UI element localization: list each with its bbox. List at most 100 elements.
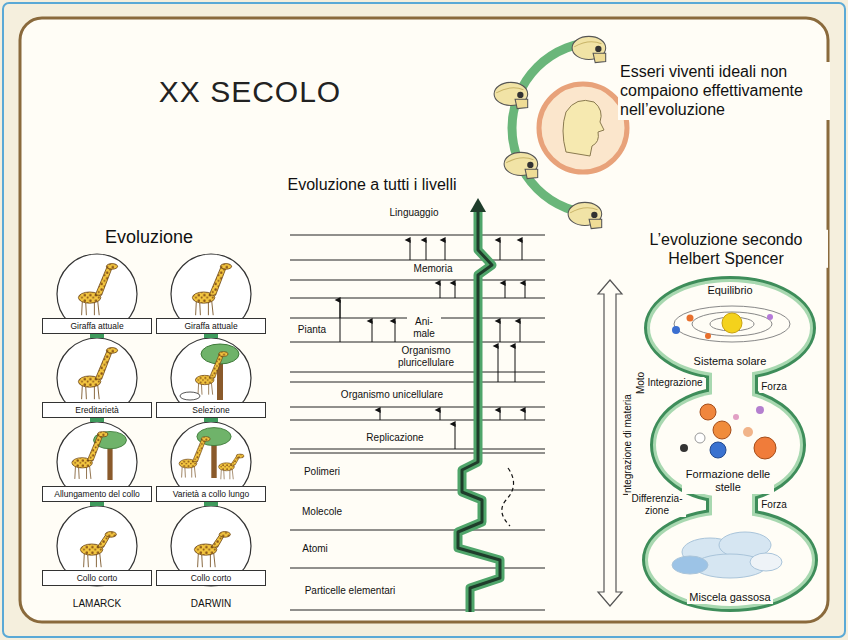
text-label: LAMARCK	[71, 598, 123, 610]
line-shape	[525, 410, 526, 420]
ellipse-shape	[648, 514, 812, 606]
lobe-text: Formazione delle stelle	[682, 468, 774, 494]
line-shape	[500, 240, 501, 260]
text-label: Evoluzione a tutti i livelli	[286, 175, 459, 194]
caption-box: Collo corto	[156, 570, 266, 586]
process-lobe: Formazione delle stelle	[664, 396, 792, 494]
line-shape	[395, 321, 396, 342]
text-label: Forza	[759, 499, 789, 511]
circle-shape	[695, 433, 705, 443]
illustration-panel: Allungamento del collo	[42, 422, 152, 502]
ellipse-shape	[656, 393, 800, 497]
illustration-panel: Giraffa attuale	[42, 254, 152, 334]
line-shape	[455, 283, 456, 298]
line-shape	[290, 449, 545, 450]
use-shape	[195, 352, 228, 395]
illustration-panel: Ereditarietà	[42, 338, 152, 418]
line-shape	[290, 342, 545, 343]
gas-cloud	[672, 532, 782, 578]
ellipse-shape	[750, 553, 782, 571]
use-shape	[194, 532, 230, 568]
line-shape	[290, 382, 545, 383]
line-shape	[440, 283, 441, 298]
use-shape	[179, 437, 210, 478]
illustration-panel: Collo corto	[42, 506, 152, 586]
line-shape	[515, 346, 516, 382]
line-shape	[290, 490, 545, 491]
process-lobe: Miscela gassosa	[666, 516, 794, 604]
lobe-text: Equilibrio	[705, 284, 754, 297]
line-shape	[440, 410, 441, 420]
lobe-text: Miscela gassosa	[687, 591, 772, 604]
dashed-path	[502, 468, 514, 526]
use-shape	[494, 82, 528, 108]
line-shape	[500, 410, 501, 420]
caption-box: Varietà a collo lungo	[156, 486, 266, 502]
ellipse-shape	[674, 306, 790, 342]
circle-shape	[687, 315, 694, 322]
line-shape	[290, 420, 545, 421]
use-shape	[219, 454, 244, 479]
line-shape	[290, 407, 545, 408]
circle-shape	[700, 404, 716, 420]
use-shape	[568, 202, 602, 228]
g-shape	[648, 282, 812, 606]
level-arrows	[340, 240, 525, 449]
line-shape	[290, 235, 545, 236]
panel-connector	[204, 334, 218, 338]
line-shape	[340, 300, 341, 342]
text-label: Replicazione	[364, 432, 425, 444]
path-shape	[563, 100, 604, 156]
text-label: Polimeri	[302, 466, 342, 478]
polyline-shape	[458, 210, 500, 612]
line-shape	[505, 283, 506, 298]
level-lines	[290, 235, 545, 610]
text-label: Pianta	[296, 324, 328, 336]
illustration-panel: Giraffa attuale	[156, 254, 266, 334]
circle-shape	[672, 326, 680, 334]
use-shape	[72, 432, 108, 479]
circle-shape	[756, 406, 764, 414]
path-shape	[470, 198, 486, 212]
process-lobe: EquilibrioSistema solare	[660, 284, 800, 368]
text-label: Particelle elementari	[303, 585, 398, 597]
text-label: Esseri viventi ideali non compaiono effe…	[618, 62, 830, 120]
line-shape	[290, 280, 545, 281]
text-label: Organismo pluricellulare	[384, 345, 468, 369]
giraffe-panels	[57, 254, 251, 586]
ellipse-shape	[648, 514, 812, 606]
star-formation	[680, 404, 776, 459]
use-shape	[78, 348, 117, 400]
caption-box: Allungamento del collo	[42, 486, 152, 502]
polyline-shape	[458, 210, 500, 612]
ellipse-shape	[650, 282, 810, 374]
skull-cycle	[494, 36, 627, 228]
circle-shape	[733, 414, 739, 420]
panel-connector	[90, 418, 104, 422]
use-shape	[192, 264, 231, 316]
caption-box: Giraffa attuale	[156, 318, 266, 334]
line-shape	[426, 240, 427, 260]
panel-connector	[90, 334, 104, 338]
ellipse-shape	[650, 282, 810, 374]
use-shape	[80, 532, 116, 568]
caption-box: Collo corto	[42, 570, 152, 586]
line-shape	[498, 346, 499, 382]
illustration-panel: Varietà a collo lungo	[156, 422, 266, 502]
ellipse-shape	[656, 393, 800, 497]
line-shape	[290, 372, 545, 373]
text-label: Integrazione	[645, 377, 704, 389]
lobe-text: Sistema solare	[692, 355, 769, 368]
text-label: L’evoluzione secondo Helbert Spencer	[624, 230, 828, 268]
use-shape	[78, 264, 117, 316]
ellipse-shape	[672, 556, 708, 574]
caption-box: Ereditarietà	[42, 402, 152, 418]
line-shape	[290, 260, 545, 261]
line-shape	[520, 321, 521, 342]
line-shape	[290, 298, 545, 299]
line-shape	[455, 424, 456, 449]
line-shape	[410, 240, 411, 260]
text-label: Linguaggio	[388, 207, 441, 219]
circle-shape	[767, 314, 773, 320]
